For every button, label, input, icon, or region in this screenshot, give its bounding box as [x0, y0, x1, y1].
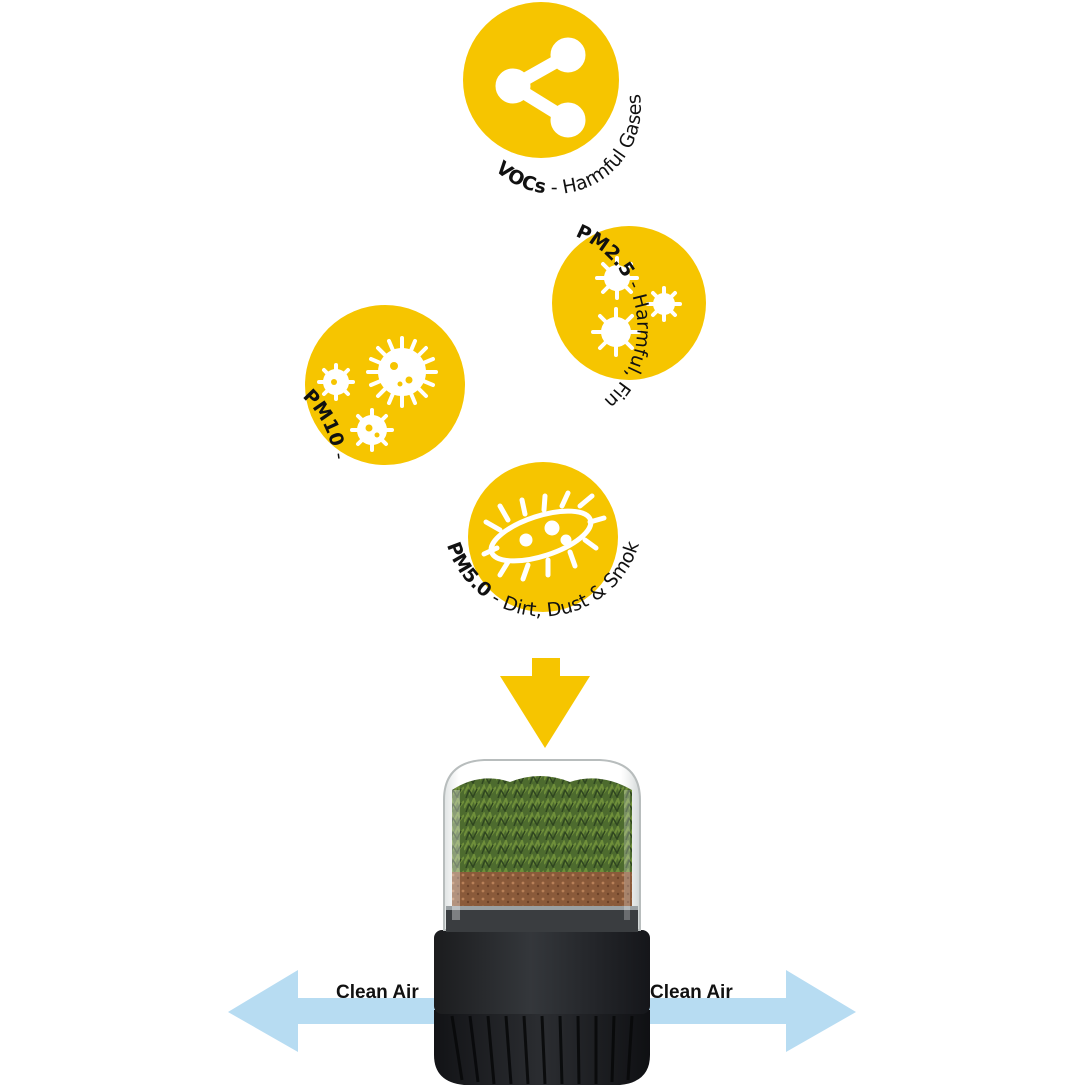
pm10-desc: - Pollen & Allergens such as pet dander.	[0, 0, 351, 461]
share-nodes-icon	[495, 37, 586, 138]
voc-title: VOCs	[492, 157, 548, 198]
pm25-badge-circle	[552, 226, 706, 380]
pm10-badge: PM10 - Pollen & Allergens such as pet da…	[0, 0, 465, 465]
arrow-right-icon	[648, 970, 856, 1052]
allergen-spots	[331, 362, 413, 438]
voc-badge-circle	[463, 2, 619, 158]
fine-particle-icon	[591, 256, 682, 357]
arrow-left-icon	[228, 970, 436, 1052]
voc-badge: VOCs - Harmful Gases	[463, 2, 646, 199]
pm10-badge-label: PM10 - Pollen & Allergens such as pet da…	[0, 0, 351, 461]
allergen-pollen-icon	[317, 336, 438, 452]
arrow-down-icon	[500, 658, 590, 748]
clean-air-label-left: Clean Air	[336, 982, 419, 1003]
bacteria-icon	[481, 490, 607, 582]
clean-air-label-right: Clean Air	[650, 982, 733, 1003]
moss-air-purifier	[434, 759, 650, 1085]
pm50-badge-circle	[468, 462, 618, 612]
